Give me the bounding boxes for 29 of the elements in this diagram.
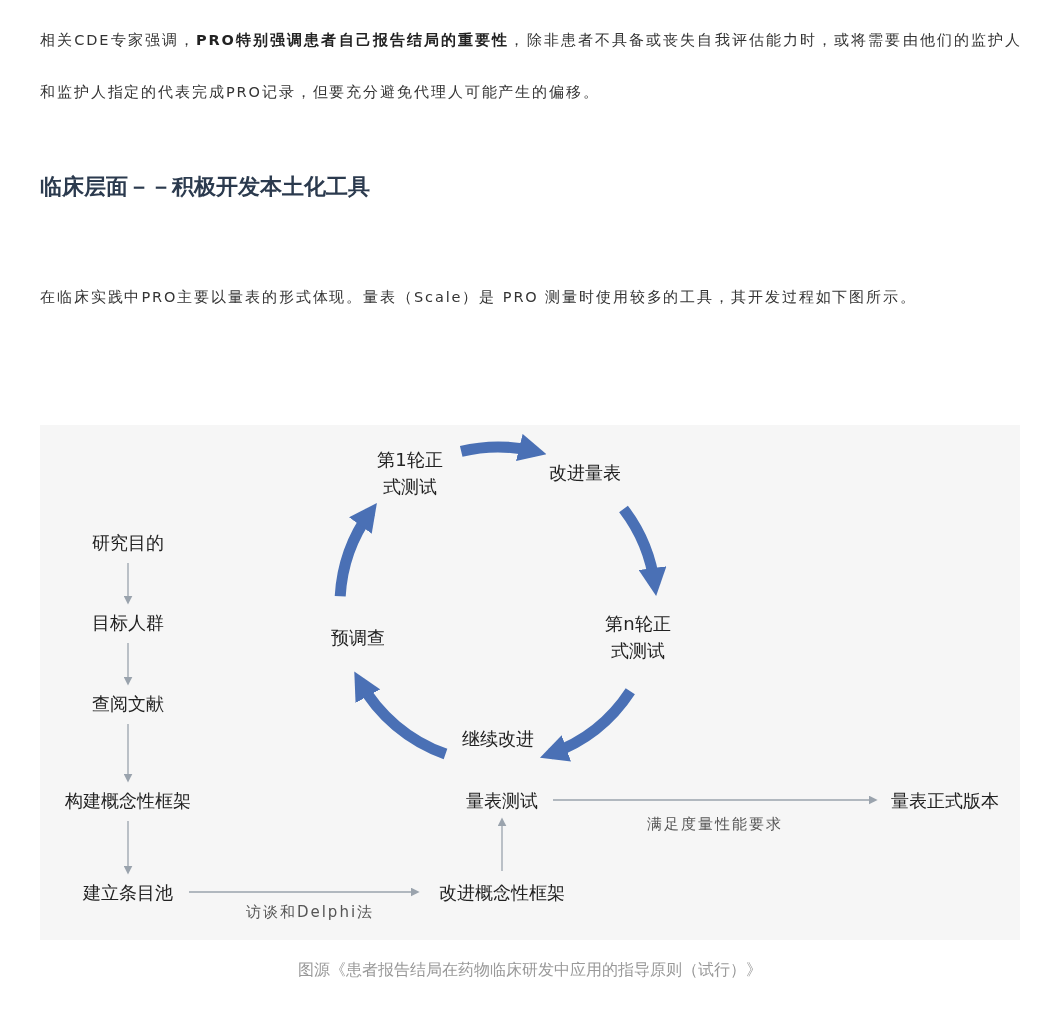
arrow	[123, 820, 133, 875]
curved-arrow	[540, 688, 635, 761]
figure-caption: 图源《患者报告结局在药物临床研发中应用的指导原则（试行）》	[296, 960, 763, 981]
step-label: 预调查	[325, 622, 391, 652]
curved-arrow	[353, 671, 448, 760]
curved-arrow	[334, 502, 377, 597]
step-label: 查阅文献	[86, 688, 170, 718]
arrow	[188, 887, 420, 897]
section-heading: 临床层面－－积极开发本土化工具	[40, 172, 370, 201]
arrow	[497, 817, 507, 872]
step-label: 目标人群	[86, 607, 170, 637]
step-label: 改进量表	[542, 457, 628, 487]
arrow	[123, 723, 133, 783]
arrow	[123, 562, 133, 605]
paragraph: 相关CDE专家强调，PRO特别强调患者自己报告结局的重要性，除非患者不具备或丧失自我评估能力时，或将需要由他们的监护人和监护人指定的代表完成PRO记录，但要充分避免代理人可能产生的偏移。	[40, 31, 1022, 102]
step-label: 研究目的	[86, 527, 170, 557]
step-label: 改进概念性框架	[422, 877, 582, 907]
step-label: 量表正式版本	[880, 785, 1010, 815]
step-label: 第n轮正式测试	[600, 608, 676, 666]
arrow	[552, 795, 878, 805]
step-label: 构建概念性框架	[53, 785, 203, 815]
step-label: 第1轮正式测试	[372, 444, 448, 502]
arrow	[123, 642, 133, 686]
step-label: 量表测试	[457, 785, 547, 815]
curved-arrow	[618, 505, 666, 596]
step-label: 建立条目池	[73, 877, 183, 907]
paragraph: 在临床实践中PRO主要以量表的形式体现。量表（Scale）是 PRO 测量时使用较多的工具，其开发过程如下图所示。	[40, 288, 918, 307]
curved-arrow	[460, 434, 547, 463]
step-label: 继续改进	[455, 723, 541, 753]
